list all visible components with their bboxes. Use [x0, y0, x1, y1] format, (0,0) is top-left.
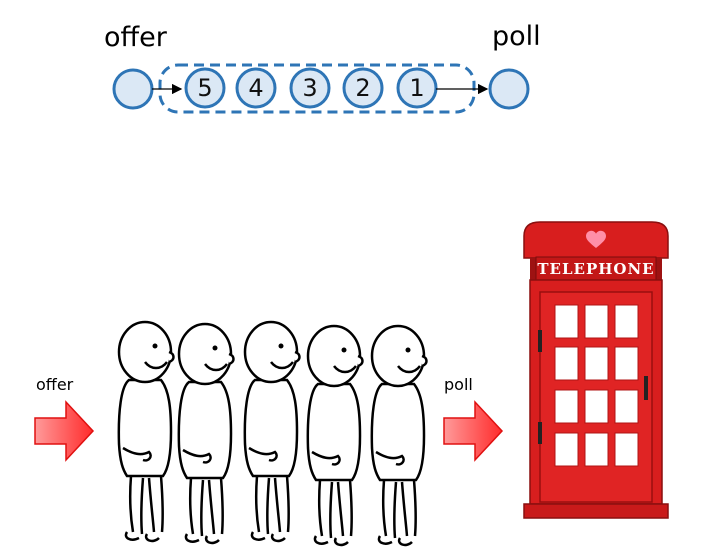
person-figure: [306, 324, 364, 547]
queue-node: 4: [235, 67, 277, 109]
booth-sign-text: TELEPHONE: [537, 260, 654, 278]
diagram-poll-label: poll: [492, 21, 541, 52]
poll-red-arrow-icon: [443, 400, 504, 462]
queue-node: 3: [289, 67, 331, 109]
queue-node-label: 5: [197, 74, 212, 102]
person-figure: [370, 324, 428, 547]
queue-node: 5: [184, 67, 226, 109]
queue-node-label: 1: [409, 74, 424, 102]
poll-endpoint-node: [488, 68, 530, 110]
diagram-offer-label: offer: [104, 22, 168, 53]
queue-node-label: 4: [248, 74, 263, 102]
offer-red-arrow-icon: [34, 400, 95, 462]
queue-node-label: 3: [302, 74, 317, 102]
heart-icon: [586, 230, 606, 248]
illustration-poll-label: poll: [444, 375, 473, 394]
telephone-booth: TELEPHONE: [523, 221, 669, 519]
person-figure: [177, 322, 235, 545]
offer-endpoint-node: [112, 68, 154, 110]
queue-node: 2: [342, 67, 384, 109]
person-figure: [243, 320, 301, 543]
person-figure: [117, 320, 175, 543]
queue-node-label: 2: [355, 74, 370, 102]
queue-node: 1: [396, 67, 438, 109]
people-in-line: [117, 320, 428, 547]
illustration-offer-label: offer: [36, 375, 74, 394]
